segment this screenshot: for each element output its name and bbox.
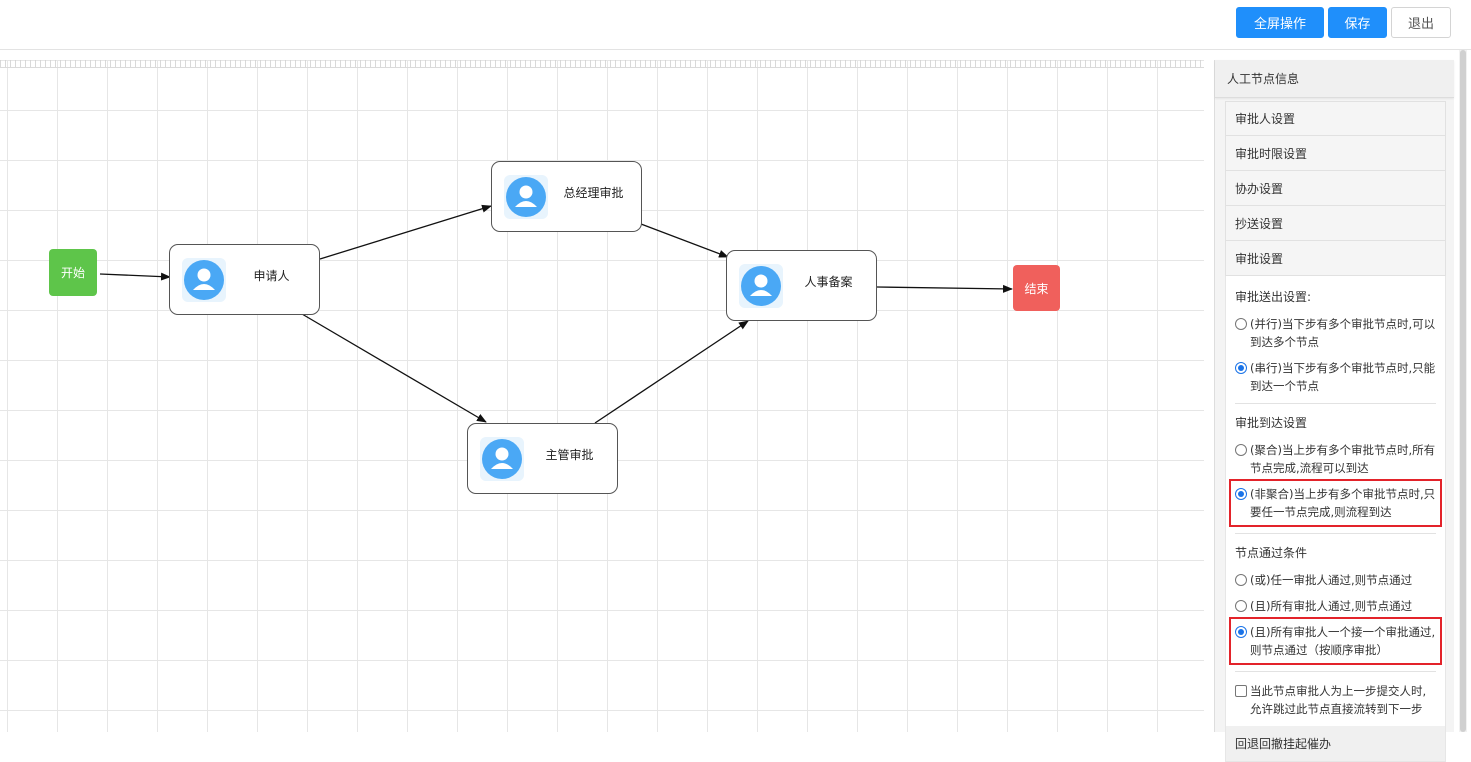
option-label: (且)所有审批人通过,则节点通过 [1250, 599, 1413, 613]
scrollbar-thumb[interactable] [1460, 50, 1466, 732]
option-parallel[interactable]: (并行)当下步有多个审批节点时,可以到达多个节点 [1235, 315, 1436, 351]
task-label: 总经理审批 [563, 186, 624, 200]
user-avatar-icon [739, 264, 783, 308]
task-label: 申请人 [253, 269, 290, 283]
task-node-supervisor-approval[interactable]: 主管审批 [467, 423, 618, 494]
option-label: (串行)当下步有多个审批节点时,只能到达一个节点 [1250, 361, 1436, 393]
radio-parallel[interactable] [1235, 318, 1247, 330]
canvas-ruler [0, 60, 1204, 68]
option-label: 当此节点审批人为上一步提交人时,允许跳过此节点直接流转到下一步 [1250, 684, 1427, 716]
divider [1235, 671, 1436, 672]
divider [1235, 403, 1436, 404]
end-node[interactable]: 结束 [1013, 265, 1060, 311]
section-rollback-settings[interactable]: 回退回撤挂起催办 [1226, 726, 1445, 761]
section-time-limit-settings[interactable]: 审批时限设置 [1225, 136, 1446, 171]
send-out-title: 审批送出设置: [1235, 290, 1312, 304]
section-assist-settings[interactable]: 协办设置 [1225, 171, 1446, 206]
option-aggregate[interactable]: (聚合)当上步有多个审批节点时,所有节点完成,流程可以到达 [1235, 441, 1436, 477]
exit-button[interactable]: 退出 [1391, 7, 1451, 38]
user-avatar-icon [480, 437, 524, 481]
task-node-gm-approval[interactable]: 总经理审批 [491, 161, 642, 232]
divider [1235, 533, 1436, 534]
panel-title: 人工节点信息 [1215, 60, 1454, 98]
option-all-approvers[interactable]: (且)所有审批人通过,则节点通过 [1235, 597, 1436, 615]
task-node-applicant[interactable]: 申请人 [169, 244, 320, 315]
radio-sequential-approvers[interactable] [1235, 626, 1247, 638]
node-properties-panel: 人工节点信息 审批人设置 审批时限设置 协办设置 抄送设置 审批设置 审批送出设… [1214, 60, 1454, 762]
save-button[interactable]: 保存 [1328, 7, 1387, 38]
top-toolbar: 全屏操作 保存 退出 [0, 0, 1471, 50]
start-node[interactable]: 开始 [49, 249, 97, 296]
task-label: 人事备案 [804, 275, 853, 289]
checkbox-skip-node[interactable] [1235, 685, 1247, 697]
panel-body: 审批人设置 审批时限设置 协办设置 抄送设置 审批设置 审批送出设置: (并行)… [1225, 101, 1446, 762]
option-label: (或)任一审批人通过,则节点通过 [1250, 573, 1413, 587]
task-node-hr-filing[interactable]: 人事备案 [726, 250, 877, 321]
section-approver-settings[interactable]: 审批人设置 [1225, 101, 1446, 136]
option-any-approver[interactable]: (或)任一审批人通过,则节点通过 [1235, 571, 1436, 589]
approval-settings-content: 审批送出设置: (并行)当下步有多个审批节点时,可以到达多个节点 (串行)当下步… [1225, 276, 1446, 762]
option-non-aggregate[interactable]: (非聚合)当上步有多个审批节点时,只要任一节点完成,则流程到达 [1229, 479, 1442, 527]
radio-aggregate[interactable] [1235, 444, 1247, 456]
section-cc-settings[interactable]: 抄送设置 [1225, 206, 1446, 241]
user-avatar-icon [504, 175, 548, 219]
arrival-title: 审批到达设置 [1235, 416, 1308, 430]
option-serial[interactable]: (串行)当下步有多个审批节点时,只能到达一个节点 [1235, 359, 1436, 395]
option-label: (非聚合)当上步有多个审批节点时,只要任一节点完成,则流程到达 [1250, 487, 1436, 519]
pass-condition-title: 节点通过条件 [1235, 546, 1308, 560]
option-label: (且)所有审批人一个接一个审批通过,则节点通过（按顺序审批） [1250, 625, 1436, 657]
radio-all-approvers[interactable] [1235, 600, 1247, 612]
radio-serial[interactable] [1235, 362, 1247, 374]
option-label: (聚合)当上步有多个审批节点时,所有节点完成,流程可以到达 [1250, 443, 1436, 475]
fullscreen-button[interactable]: 全屏操作 [1236, 7, 1324, 38]
radio-non-aggregate[interactable] [1235, 488, 1247, 500]
task-label: 主管审批 [545, 448, 594, 462]
option-label: (并行)当下步有多个审批节点时,可以到达多个节点 [1250, 317, 1436, 349]
option-sequential-approvers[interactable]: (且)所有审批人一个接一个审批通过,则节点通过（按顺序审批） [1229, 617, 1442, 665]
user-avatar-icon [182, 258, 226, 302]
radio-any-approver[interactable] [1235, 574, 1247, 586]
option-skip-node[interactable]: 当此节点审批人为上一步提交人时,允许跳过此节点直接流转到下一步 [1235, 682, 1436, 718]
section-approval-settings[interactable]: 审批设置 [1225, 241, 1446, 276]
ruler-divider [0, 67, 1204, 68]
page-scrollbar[interactable] [1459, 50, 1467, 732]
